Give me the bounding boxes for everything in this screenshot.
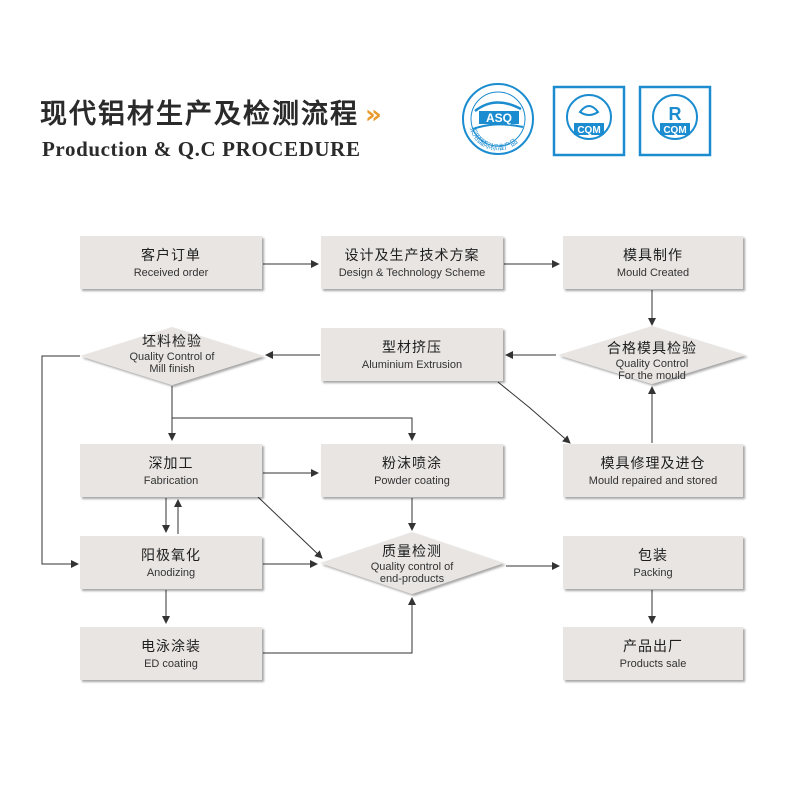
cqm-logo: CQM [552, 85, 626, 157]
end-qc-diamond [320, 532, 504, 594]
title-english: Production & Q.C PROCEDURE [42, 137, 361, 161]
node-mill-qc: 坯料检验 Quality Control of Mill finish [129, 334, 215, 375]
node-extrusion: 型材挤压 Aluminium Extrusion [321, 328, 503, 381]
node-ed-coating: 电泳涂装 ED coating [80, 627, 262, 680]
arrow-extrusion-to-repaired [497, 381, 571, 444]
svg-text:CQM: CQM [663, 125, 686, 136]
node-anodizing: 阳极氧化 Anodizing [80, 536, 262, 589]
mould-qc-diamond [558, 326, 746, 384]
arrow-fabrication-to-endqc [257, 496, 323, 559]
node-end-qc: 质量检测 Quality control of end-products [370, 544, 454, 585]
node-powder-coating: 粉沫喷涂 Powder coating [321, 444, 503, 497]
node-products-sale: 产品出厂 Products sale [563, 627, 743, 680]
arrow-millqc-to-powder [172, 417, 416, 441]
node-received-order: 客户订单 Received order [80, 236, 262, 289]
mill-qc-diamond [80, 327, 264, 385]
node-mould-repaired: 模具修理及进仓 Mould repaired and stored [563, 444, 743, 497]
arrow-millqc-to-anodizing [41, 355, 80, 568]
title-chinese-text: 现代铝材生产及检测流程 [40, 99, 359, 130]
asq-logo: ASQ 采用国际标准产品 [462, 83, 534, 155]
node-fabrication: 深加工 Fabrication [80, 444, 262, 497]
node-packing: 包装 Packing [563, 536, 743, 589]
chevron-icon: » [365, 100, 382, 130]
node-design-scheme: 设计及生产技术方案 Design & Technology Scheme [321, 236, 503, 289]
node-mould-qc: 合格模具检验 Quality Control For the mould [607, 341, 697, 382]
arrow-ed-to-endqc [263, 597, 416, 654]
node-mould-created: 模具制作 Mould Created [563, 236, 743, 289]
svg-text:R: R [669, 104, 682, 124]
title-chinese: 现代铝材生产及检测流程» [40, 92, 382, 131]
svg-text:CQM: CQM [577, 125, 600, 136]
cqm-r-logo: R CQM [638, 85, 712, 157]
svg-text:ASQ: ASQ [486, 111, 512, 125]
